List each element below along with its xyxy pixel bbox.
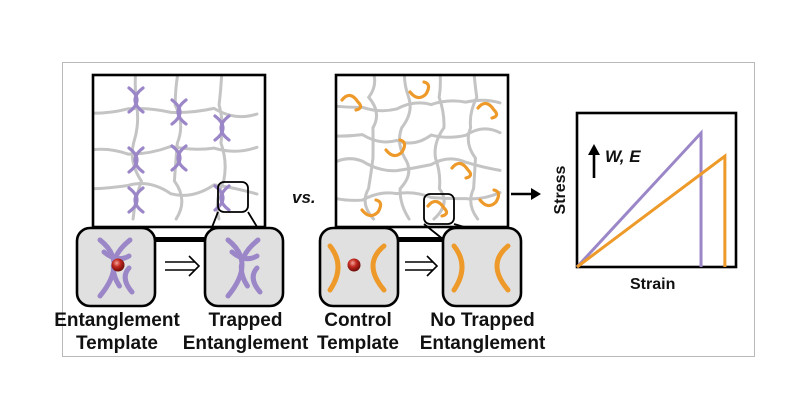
right-arrow-icon <box>511 188 541 200</box>
property-annotation: W, E <box>605 147 641 166</box>
entanglement-knot <box>213 114 225 142</box>
entanglement-knot <box>176 144 188 172</box>
control-loop <box>360 198 383 218</box>
network-strand <box>93 106 259 119</box>
control-template-label: Control Template <box>316 310 399 354</box>
network-strand <box>172 75 184 221</box>
entangled-network-panel <box>91 73 267 229</box>
control-loop <box>426 199 449 218</box>
trapped-entanglement-label: Trapped Entanglement <box>182 310 309 354</box>
chart-plot-area <box>575 111 738 269</box>
double-arrow-icon-1 <box>165 255 201 277</box>
network-strand <box>398 75 412 221</box>
double-arrow-icon-2 <box>405 255 439 277</box>
entanglement-knot <box>219 184 231 212</box>
control-template-inset <box>318 226 400 308</box>
control-loop <box>408 80 431 100</box>
vs-label: vs. <box>292 188 316 207</box>
y-axis-label: Stress <box>552 165 569 215</box>
network-strand <box>336 157 502 173</box>
control-loop <box>384 138 407 158</box>
network-strand <box>466 75 480 221</box>
entanglement-knot <box>127 146 139 174</box>
control-particle-icon <box>347 258 361 272</box>
chart-series-line-2 <box>576 153 727 269</box>
entanglement-knot <box>219 114 231 142</box>
no-trapped-entanglement-inset <box>441 226 523 308</box>
figure-frame <box>62 62 755 357</box>
trapped-entanglement-inset <box>203 226 285 308</box>
entanglement-knot <box>170 98 182 126</box>
connector-bar-b <box>389 237 449 242</box>
entanglement-knot <box>170 144 182 172</box>
entanglement-knot <box>133 186 145 214</box>
entanglement-knot <box>133 86 145 114</box>
entanglement-knot <box>176 98 188 126</box>
up-arrow-icon <box>588 144 600 178</box>
network-strand <box>93 144 259 156</box>
control-network-panel <box>334 73 510 229</box>
control-loop <box>340 93 363 112</box>
network-strand <box>336 127 502 145</box>
control-loop <box>450 161 473 180</box>
template-particle-icon <box>111 258 125 272</box>
entanglement-knot <box>127 186 139 214</box>
no-trapped-entanglement-label: No Trapped Entanglement <box>419 310 546 354</box>
x-axis-label: Strain <box>630 276 676 293</box>
entanglement-template-label: Entanglement Template <box>54 310 180 354</box>
entanglement-knot <box>133 146 145 174</box>
control-loop <box>476 101 499 120</box>
control-loop <box>478 188 501 208</box>
network-strand <box>93 182 259 197</box>
entanglement-knot <box>127 86 139 114</box>
network-strand <box>363 75 379 221</box>
connector-bar-a <box>148 237 212 242</box>
chart-series-line-1 <box>575 129 703 269</box>
stress-strain-chart <box>575 111 738 269</box>
entanglement-template-inset <box>75 226 157 308</box>
network-strand <box>432 75 446 221</box>
network-strand <box>336 191 502 202</box>
